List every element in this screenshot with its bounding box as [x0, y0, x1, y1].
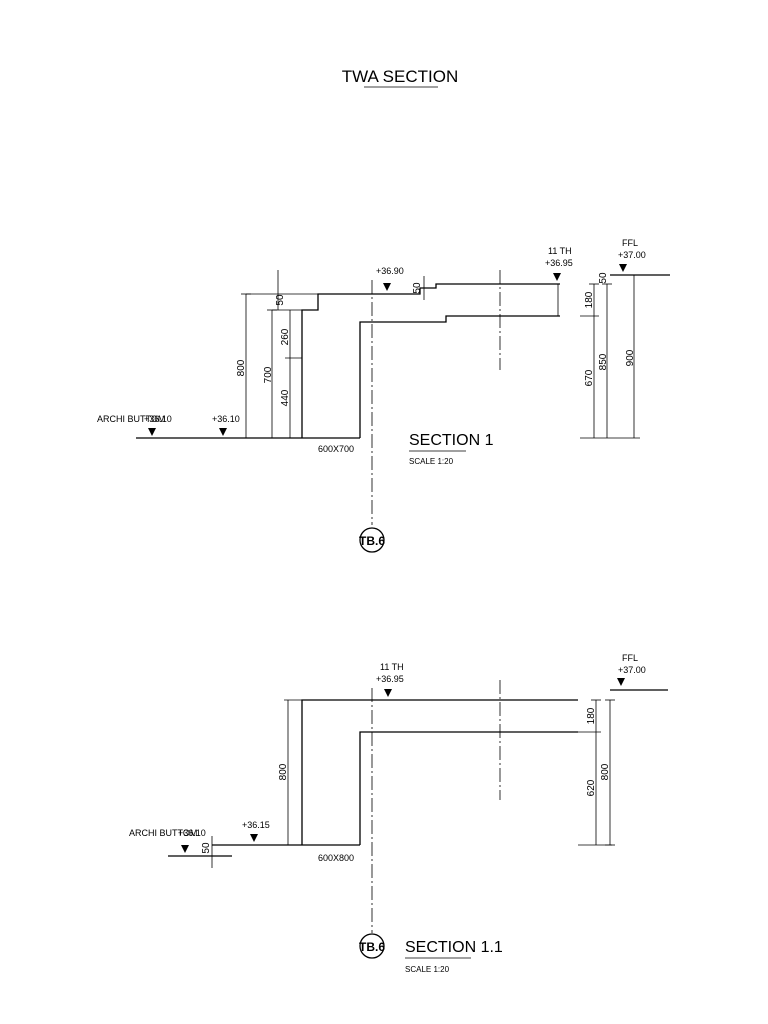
th-level: +36.95 — [545, 258, 573, 268]
dim-text-620: 620 — [586, 779, 597, 796]
section-title: SECTION 1.1 — [405, 939, 503, 956]
dim-text-670: 670 — [584, 369, 595, 386]
section-title: SECTION 1 — [409, 432, 494, 449]
dim-text-440: 440 — [280, 389, 291, 406]
level-marker-icon — [181, 845, 189, 853]
slab-top — [301, 283, 560, 438]
dim-text-50: 50 — [201, 842, 212, 854]
beam-size: 600X800 — [318, 853, 354, 863]
level-marker-icon — [383, 283, 391, 291]
section-1: 800 700 50 260 440 50 180 670 50 850 900… — [97, 238, 670, 553]
mid-level: +36.90 — [376, 266, 404, 276]
level-marker-icon — [250, 834, 258, 842]
archi-level: +36.10 — [144, 414, 172, 424]
level-marker-icon — [617, 678, 625, 686]
archi-level: +36.10 — [178, 828, 206, 838]
slab-bottom — [359, 315, 560, 438]
level-marker-icon — [384, 689, 392, 697]
level-marker-icon — [148, 428, 156, 436]
dim-text-180: 180 — [584, 291, 595, 308]
dim-text-800b: 800 — [600, 763, 611, 780]
level-marker-icon — [619, 264, 627, 272]
dim-text-800a: 800 — [278, 763, 289, 780]
ffl-level: +37.00 — [618, 250, 646, 260]
dim-text-50a: 50 — [275, 294, 286, 306]
dim-text-900: 900 — [625, 349, 636, 366]
beam-size: 600X700 — [318, 444, 354, 454]
dim-text-180: 180 — [586, 707, 597, 724]
grid-bubble — [359, 527, 385, 553]
ffl-label: FFL — [622, 238, 638, 248]
grid-tag: TB.6 — [359, 940, 385, 954]
page-title: TWA SECTION — [342, 67, 459, 86]
slab-top — [301, 699, 578, 845]
ffl-label: FFL — [622, 653, 638, 663]
th-level: +36.95 — [376, 674, 404, 684]
dim-text-800: 800 — [236, 359, 247, 376]
level-marker-icon — [553, 273, 561, 281]
dim-text-50b: 50 — [412, 282, 423, 294]
dim-text-850: 850 — [598, 353, 609, 370]
left-level: +36.10 — [212, 414, 240, 424]
slab-bottom — [359, 731, 578, 845]
dim-text-260: 260 — [280, 328, 291, 345]
grid-bubble — [359, 933, 385, 959]
th-label: 11 TH — [548, 246, 572, 256]
grid-tag: TB.6 — [359, 534, 385, 548]
dim-text-700: 700 — [263, 366, 274, 383]
section-scale: SCALE 1:20 — [405, 965, 450, 974]
archi-label: ARCHI BUTTOM — [129, 828, 197, 838]
section-scale: SCALE 1:20 — [409, 457, 454, 466]
th-label: 11 TH — [380, 662, 404, 672]
archi-label: ARCHI BUTTOM — [97, 414, 165, 424]
dim-text-50c: 50 — [598, 272, 609, 284]
left-level: +36.15 — [242, 820, 270, 830]
ffl-level: +37.00 — [618, 665, 646, 675]
section-1-1: 800 50 180 620 800 ARCHI BUTTOM +36.10 +… — [129, 653, 668, 974]
level-marker-icon — [219, 428, 227, 436]
